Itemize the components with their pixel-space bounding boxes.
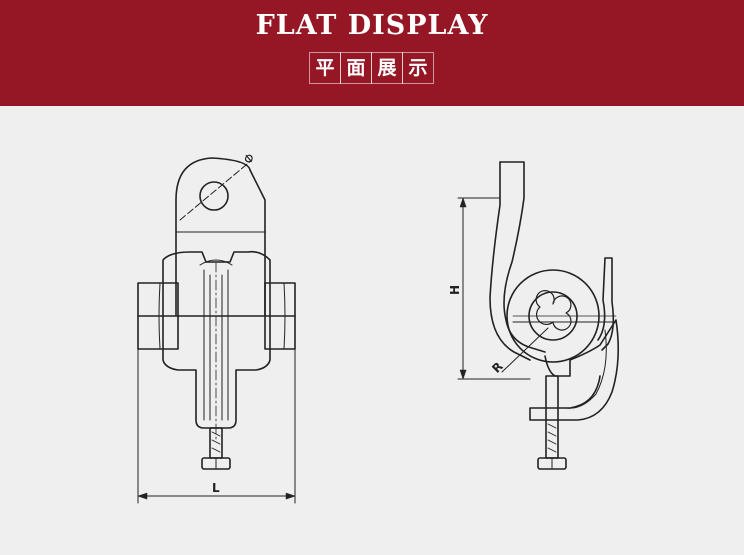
front-view-drawing (137, 157, 296, 504)
radius-label: R (489, 359, 505, 375)
technical-drawing: Φ L H R (137, 150, 620, 504)
side-view-drawing (457, 161, 620, 470)
front-body-outline (162, 250, 271, 429)
header-banner: FLAT DISPLAY 平 面 展 示 (0, 0, 744, 106)
side-lower-body (529, 319, 620, 421)
banner-subtitle: 平 面 展 示 (0, 52, 744, 84)
radius-leader (501, 327, 549, 373)
banner-title: FLAT DISPLAY (255, 10, 489, 41)
subtitle-char-1: 平 (309, 52, 341, 84)
subtitle-char-4: 示 (402, 52, 434, 84)
side-bolt-shank (545, 375, 559, 459)
side-hook-outline (499, 161, 546, 353)
diameter-label: Φ (241, 150, 257, 167)
height-label: H (448, 285, 462, 295)
subtitle-char-2: 面 (340, 52, 372, 84)
diameter-leader (179, 159, 253, 221)
side-conductor-lobes (535, 290, 572, 331)
front-lug-hole (199, 181, 229, 211)
subtitle-char-3: 展 (371, 52, 403, 84)
front-lug-outline (175, 157, 266, 316)
length-label: L (212, 481, 220, 495)
